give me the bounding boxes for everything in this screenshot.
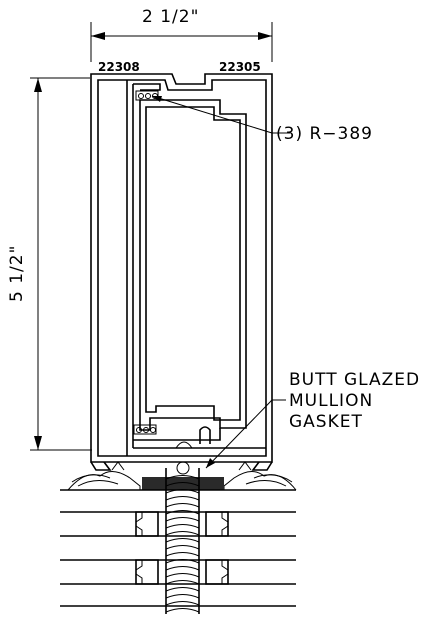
gasket-bead: [175, 441, 193, 449]
backer-rod-coil-15: [165, 580, 200, 585]
width-arrow-left: [91, 32, 105, 40]
height-arrow-bottom: [34, 436, 42, 450]
setting-block-top-dot-1: [138, 93, 144, 99]
setting-block-bottom-body: [133, 424, 157, 435]
height-dimension: 5 1/2": [7, 77, 92, 451]
wavy-gasket-left-2: [71, 474, 111, 483]
backer-rod-coil-8: [165, 531, 200, 536]
mullion-inner-wall: [97, 79, 267, 457]
backer-rod-coil-0: [165, 475, 200, 480]
callout-leader-1: [151, 95, 273, 134]
setting-block-bottom-dot-1: [136, 427, 142, 433]
foot-left-notch: [111, 461, 125, 471]
silicone-backer-rod: [165, 461, 200, 614]
setting-block-top-body: [135, 90, 159, 101]
inner-tube-inner: [145, 106, 241, 421]
callout-gasket-line-2: MULLION: [289, 391, 373, 411]
backer-rod-coil-12: [165, 559, 200, 564]
gasket-leader-2: [205, 399, 273, 469]
wavy-gasket-right-2: [253, 474, 293, 483]
backer-rod-coil-6: [165, 517, 200, 522]
glass-edge-gaskets: [67, 471, 297, 491]
inner-tube-outer: [139, 99, 247, 431]
backer-rod-coil-19: [165, 608, 200, 613]
setting-block-bottom-dot-3: [150, 427, 156, 433]
spacer-left-2-detail: [135, 560, 143, 584]
setting-block-bottom: [133, 424, 157, 435]
wavy-gasket-left: [67, 471, 141, 491]
wavy-gasket-right-3: [245, 480, 287, 487]
foot-right: [251, 461, 273, 471]
foot-right-notch: [238, 461, 252, 471]
backer-rod-coil-3: [165, 496, 200, 501]
callout-gasket-line-3: GASKET: [289, 412, 363, 432]
mullion-profile: [90, 73, 273, 471]
spacer-right-1-detail: [221, 512, 229, 536]
foot-left: [90, 461, 112, 471]
bottom-pocket: [133, 428, 221, 441]
mullion-outer-wall: [90, 73, 273, 463]
wavy-gasket-right: [223, 471, 297, 491]
backer-rod-coil-17: [165, 594, 200, 599]
callout-arrow-1: [152, 96, 162, 102]
part-number-right: 22305: [219, 60, 261, 74]
backer-rod-coil-10: [165, 545, 200, 550]
spacer-left-1-detail: [135, 512, 143, 536]
part-number-left: 22308: [98, 60, 140, 74]
gasket-clip: [199, 426, 211, 444]
backer-rod-coil-7: [165, 524, 200, 529]
setting-block-bottom-dot-2: [143, 427, 149, 433]
callout-gasket: BUTT GLAZED MULLION GASKET: [205, 370, 420, 469]
backer-rod-coil-1: [165, 482, 200, 487]
top-pocket: [133, 83, 161, 91]
width-arrow-right: [258, 32, 272, 40]
setting-block-top-dot-2: [145, 93, 151, 99]
callout-gasket-line-1: BUTT GLAZED: [289, 370, 420, 390]
glass-panes: [60, 489, 296, 607]
backer-rod-coil-18: [165, 601, 200, 606]
spacer-right-1: [205, 511, 229, 537]
backer-rod-coil-11: [165, 552, 200, 557]
backer-rod-coil-16: [165, 587, 200, 592]
backer-rod-coil-5: [165, 510, 200, 515]
height-arrow-top: [34, 78, 42, 92]
spacer-right-2-detail: [221, 560, 229, 584]
spacer-left-2: [135, 559, 159, 585]
callout-setting-blocks: (3) R−389: [151, 95, 373, 144]
wavy-gasket-left-3: [77, 480, 119, 487]
backer-rod-coil-13: [165, 566, 200, 571]
width-dimension-label: 2 1/2": [142, 7, 199, 27]
backer-rod-coil-14: [165, 573, 200, 578]
backer-rod-top: [176, 461, 190, 475]
height-dimension-label: 5 1/2": [7, 245, 27, 302]
gasket-arrow: [206, 458, 215, 468]
backer-rod-coil-2: [165, 489, 200, 494]
width-dimension: 2 1/2": [90, 7, 273, 62]
setting-block-top: [135, 90, 159, 101]
spacer-right-2: [205, 559, 229, 585]
backer-rod-coil-4: [165, 503, 200, 508]
backer-rod-coil-9: [165, 538, 200, 543]
callout-setting-blocks-label: (3) R−389: [276, 124, 373, 144]
butt-glazed-gasket: [142, 477, 224, 490]
spacer-left-1: [135, 511, 159, 537]
